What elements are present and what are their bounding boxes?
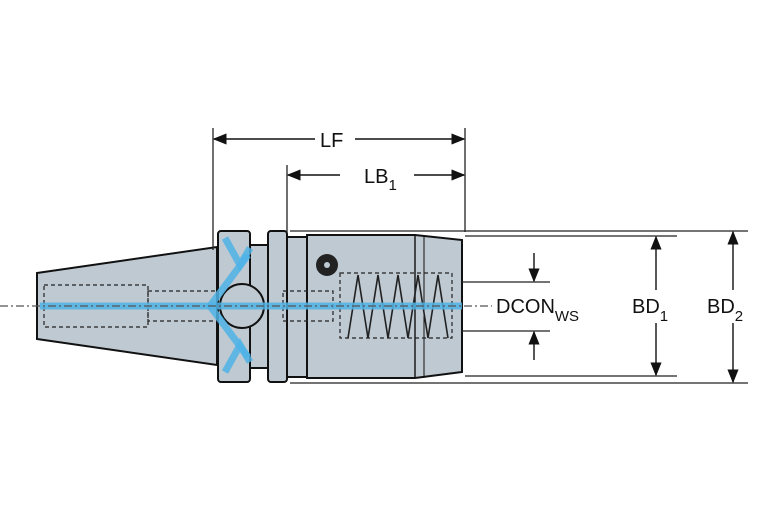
svg-text:BD2: BD2 [707, 296, 743, 325]
label-lb: LB [364, 166, 388, 188]
label-bd1: BD [632, 296, 660, 318]
label-bd1-sub: 1 [660, 308, 668, 325]
svg-text:LB1: LB1 [364, 166, 397, 194]
label-dcon: DCON [496, 296, 555, 318]
label-dcon-sub: WS [555, 308, 579, 325]
svg-text:LF: LF [320, 130, 343, 152]
label-bd2: BD [707, 296, 735, 318]
dimension-dcon: DCONWS [462, 253, 579, 360]
label-bd2-sub: 2 [735, 308, 743, 325]
label-lf: LF [320, 130, 343, 152]
dimension-lf: LF [212, 128, 466, 250]
dimension-lb1: LB1 [286, 165, 466, 232]
label-lb-sub: 1 [388, 177, 396, 194]
dimension-bd2: BD2 [707, 230, 743, 384]
dimension-bd1: BD1 [632, 235, 668, 377]
toolholder-body [0, 230, 492, 383]
svg-text:DCONWS: DCONWS [496, 296, 579, 325]
spring [347, 274, 449, 339]
svg-text:BD1: BD1 [632, 296, 668, 325]
